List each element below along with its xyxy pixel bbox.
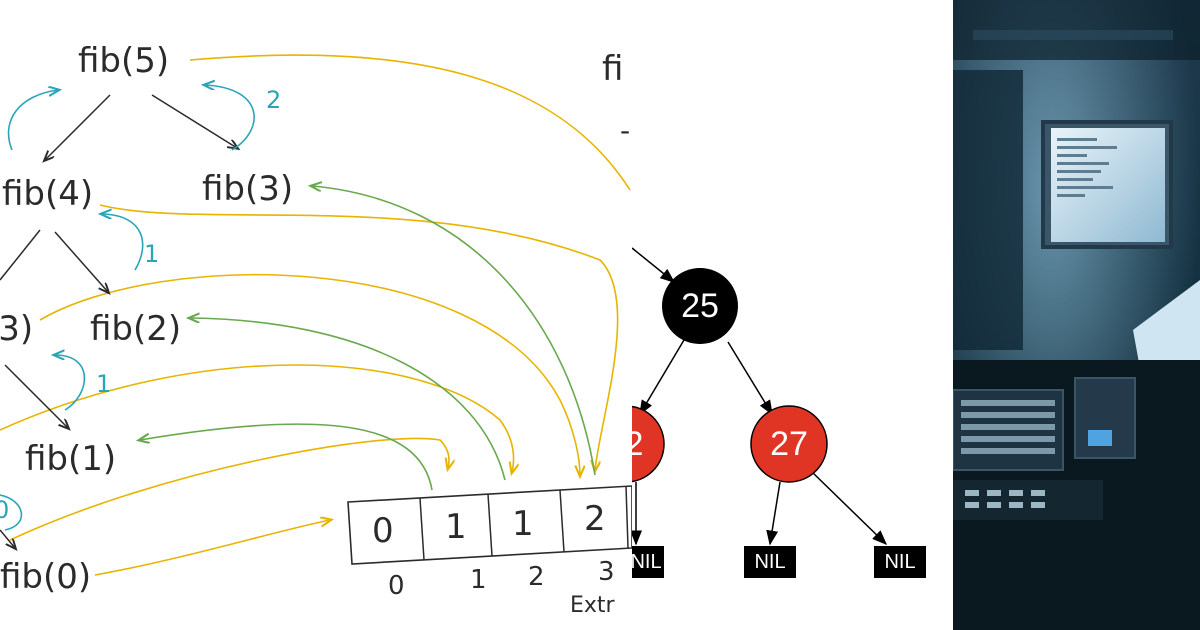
memo-read-arrows: [140, 186, 596, 491]
memo-array-frame: [347, 485, 632, 565]
node-left-label: 2: [632, 425, 643, 463]
nil-leaf-right: NIL: [874, 546, 926, 578]
rb-tree-canvas: 25 2 27 NIL NIL NIL: [632, 247, 926, 578]
node-left-partial: 2: [632, 405, 665, 483]
node-root: 25: [662, 268, 738, 344]
reuse-count-fib2: 1: [144, 240, 159, 268]
memo-index-1: 1: [470, 565, 487, 595]
nil-leaf-right-label: NIL: [884, 551, 915, 573]
memo-cell-2: 1: [512, 504, 534, 544]
screen-text-lines: [1057, 138, 1117, 197]
tree-edges: [632, 247, 888, 546]
memo-cell-1: 1: [445, 507, 467, 547]
node-right-label: 27: [770, 425, 808, 463]
memo-cell-0: 0: [372, 511, 394, 551]
node-root-label: 25: [681, 287, 719, 325]
nil-leaf-mid: NIL: [744, 546, 796, 578]
memo-array: 0 1 1 2 0 1 2 3 Extr: [347, 485, 632, 618]
call-fib3-left: fib(3): [0, 309, 33, 349]
call-fib5: fib(5): [78, 41, 169, 81]
reuse-count-fib0: 0: [0, 496, 9, 524]
memo-write-arrows: [0, 54, 631, 576]
keyboard-keys: [961, 400, 1055, 454]
call-fib4: fib(4): [2, 174, 93, 214]
fib-sketch-canvas: fib(5) fib(4) fib(3) fib(3) fib(2) fib(1…: [0, 41, 632, 618]
memo-index-2: 2: [528, 562, 545, 592]
dash-mark: -: [620, 114, 630, 147]
node-right: 27: [750, 405, 828, 483]
call-fib2: fib(2): [90, 309, 181, 349]
call-partial: fi: [602, 49, 623, 89]
reuse-loops: [0, 85, 255, 531]
call-fib1: fib(1): [25, 439, 116, 479]
memo-index-3: 3: [598, 557, 615, 587]
fib-memo-sketch: fib(5) fib(4) fib(3) fib(3) fib(2) fib(1…: [0, 41, 632, 618]
memo-cell-3: 2: [584, 499, 606, 539]
nil-leaf-left: NIL: [632, 546, 664, 578]
caption-fragment: Extr: [570, 593, 616, 618]
nil-leaf-left-label: NIL: [632, 551, 662, 573]
panel-buttons: [965, 490, 1045, 508]
nil-leaf-mid-label: NIL: [754, 551, 785, 573]
reuse-count-fib1: 1: [96, 370, 111, 398]
call-fib0: fib(0): [0, 557, 91, 597]
red-black-tree: 25 2 27 NIL NIL NIL: [632, 0, 950, 630]
memo-index-0: 0: [388, 571, 405, 601]
server-room-photo: [953, 0, 1200, 630]
reuse-count-fib3: 2: [266, 86, 281, 114]
call-fib3-right: fib(3): [202, 169, 293, 209]
call-tree-arrows: [0, 94, 237, 548]
server-room-photo-icon: [953, 0, 1200, 630]
